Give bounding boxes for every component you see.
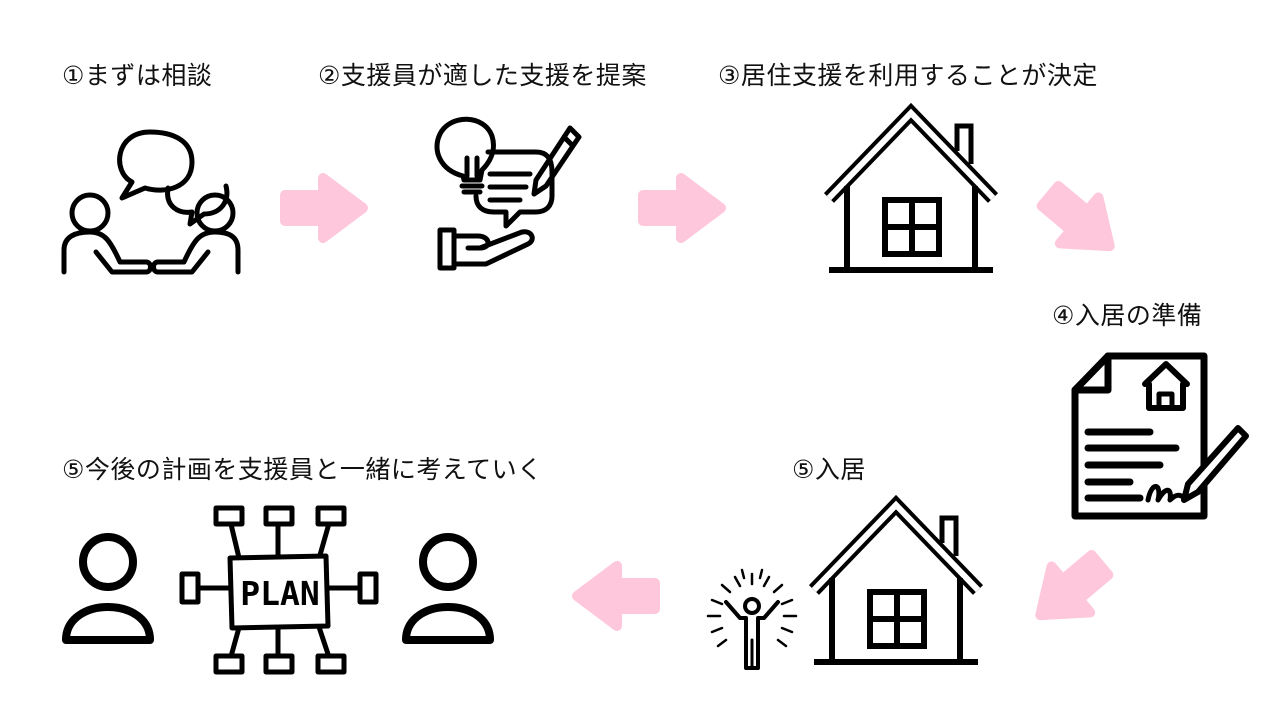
plan-text: PLAN: [240, 574, 319, 613]
arrow-2-to-3: [643, 178, 721, 238]
arrow-3-to-4: [1031, 173, 1129, 269]
consultation-icon: [61, 129, 241, 275]
proposal-icon: [434, 116, 582, 271]
arrow-1-to-2: [285, 178, 363, 238]
arrow-4-to-5: [1021, 542, 1119, 638]
step-1-label: ①まずは相談: [62, 61, 213, 90]
step-4-label: ④入居の準備: [1052, 301, 1203, 330]
house-icon-decided: [829, 113, 993, 270]
person-left-icon: [66, 537, 150, 640]
step-6-label: ⑤今後の計画を支援員と一緒に考えていく: [62, 455, 543, 484]
celebrating-person-icon: [706, 568, 798, 670]
house-icon-moved-in: [814, 505, 978, 662]
arrow-5-to-6: [577, 566, 655, 626]
contract-document-icon: [1071, 352, 1249, 520]
step-2-label: ②支援員が適した支援を提案: [318, 61, 647, 90]
person-right-icon: [406, 537, 490, 640]
step-3-label: ③居住支援を利用することが決定: [718, 61, 1098, 90]
plan-icon: [179, 505, 379, 675]
step-5-label: ⑤入居: [792, 455, 866, 484]
